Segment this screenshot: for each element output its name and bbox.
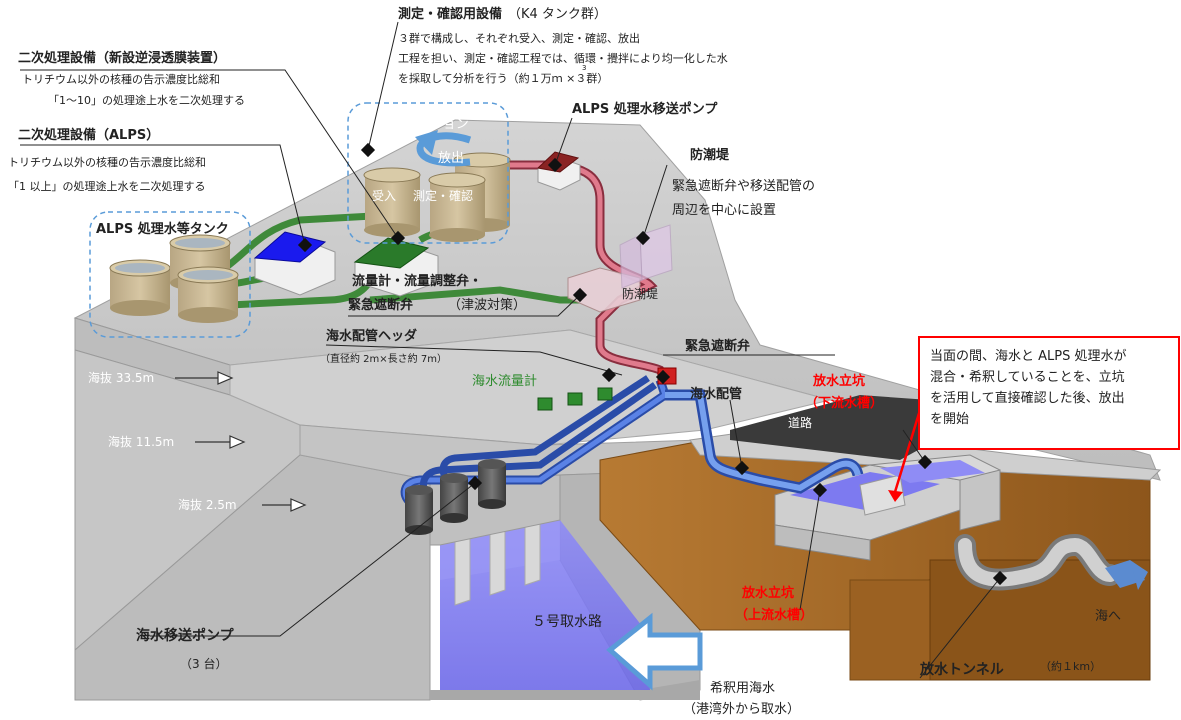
tunnel-label: 放水トンネル xyxy=(919,661,1004,678)
to-sea-label: 海へ xyxy=(1095,609,1121,624)
shaft-down-label-1: 放水立坑 xyxy=(812,373,865,389)
emergency-valve-label: 緊急遮断弁 xyxy=(685,338,750,354)
seawall-title: 防潮堤 xyxy=(690,147,730,163)
tunnel-length: （約１km） xyxy=(1040,659,1101,673)
discharge-tunnel xyxy=(954,533,1121,591)
flowmeter-label-2: 緊急遮断弁 xyxy=(348,297,413,313)
flowmeter-label-1: 流量計・流量調整弁・ xyxy=(352,273,482,289)
alps-pump-building xyxy=(536,151,581,191)
alps2-title: 二次処理設備（ALPS） xyxy=(18,127,159,143)
seawater-pumps xyxy=(405,459,506,535)
receive-label: 受入 xyxy=(372,189,396,203)
alps2-desc-1: トリチウム以外の核種の告示濃度比総和 xyxy=(8,155,206,169)
k4-super: 3 xyxy=(582,64,586,72)
text-labels: 測定・確認用設備 （K4 タンク群） ３群で構成し、それぞれ受入、測定・確認、放… xyxy=(8,6,1121,717)
k4-title: 測定・確認用設備 xyxy=(398,6,502,22)
alps-tanks xyxy=(109,234,239,323)
discharge-label: 放出 xyxy=(438,151,464,166)
dilution-arrow xyxy=(606,612,703,691)
k4-desc-3: を採取して分析を行う（約１万ｍ ×３群） xyxy=(398,71,608,85)
alps-tanks-label: ALPS 処理水等タンク xyxy=(96,221,229,237)
elevation-11: 海抜 11.5m xyxy=(108,434,174,449)
road-label: 道路 xyxy=(788,415,812,430)
header-size: （直径約 2m×長さ約 7m） xyxy=(320,352,447,365)
alps2-desc-2: 「1 以上」の処理途上水を二次処理する xyxy=(8,179,206,193)
ro-desc-1: トリチウム以外の核種の告示濃度比総和 xyxy=(22,72,220,86)
ro-building xyxy=(253,231,336,296)
notice-arrow xyxy=(893,409,922,493)
notice-line-3: を活用して直接確認した後、放出 xyxy=(930,391,1125,406)
notice-line-1: 当面の間、海水と ALPS 処理水が xyxy=(930,349,1127,364)
flowmeter-label-2-paren: （津波対策） xyxy=(448,297,526,313)
notice-line-2: 混合・希釈していることを、立坑 xyxy=(930,370,1125,385)
header-title: 海水配管ヘッダ xyxy=(326,328,417,344)
seawater-flow-label: 海水流量計 xyxy=(472,373,537,389)
seawall-small-label: 防潮堤 xyxy=(622,286,658,301)
seawall-desc-1: 緊急遮断弁や移送配管の xyxy=(672,178,815,194)
rotation-arrow xyxy=(416,132,472,167)
dilution-label-1: 希釈用海水 xyxy=(710,681,775,696)
shaft-up-label-1: 放水立坑 xyxy=(741,585,794,601)
k4-desc-2: 工程を担い、測定・確認工程では、循環・攪拌により均一化した水 xyxy=(398,51,728,65)
k4-title-paren: （K4 タンク群） xyxy=(508,7,607,22)
intake-channel xyxy=(429,474,650,690)
shaft-up-label-2: （上流水槽） xyxy=(735,607,813,623)
shaft-down-label-2: （下流水槽） xyxy=(805,395,883,411)
seawater-pump-label: 海水移送ポンプ xyxy=(136,627,235,644)
leader-markers xyxy=(297,142,1008,586)
pump-count-label: （3 台） xyxy=(180,656,227,671)
notice-box: 当面の間、海水と ALPS 処理水が 混合・希釈していることを、立坑 を活用して… xyxy=(918,336,1180,450)
alps-pump-label: ALPS 処理水移送ポンプ xyxy=(572,101,718,117)
elevation-arrows xyxy=(175,371,307,512)
rotation-label: ローテーション xyxy=(378,117,469,132)
seawall-desc-2: 周辺を中心に設置 xyxy=(672,202,776,218)
rotation-box xyxy=(347,102,509,244)
k4-desc-1: ３群で構成し、それぞれ受入、測定・確認、放出 xyxy=(398,31,640,45)
notice-line-4: を開始 xyxy=(930,412,970,427)
seawater-pipe-label: 海水配管 xyxy=(690,386,742,402)
ro-desc-2: 「1～10」の処理途上水を二次処理する xyxy=(48,93,245,107)
leader-lines xyxy=(20,21,1001,679)
dilution-label-2: （港湾外から取水） xyxy=(683,701,800,717)
elevation-2: 海抜 2.5m xyxy=(178,497,237,512)
intake-label: ５号取水路 xyxy=(532,614,602,630)
ro-title: 二次処理設備（新設逆浸透膜装置） xyxy=(18,50,226,66)
measure-label: 測定・確認 xyxy=(413,188,473,203)
alps-building xyxy=(353,237,439,297)
elevation-33: 海抜 33.5m xyxy=(88,370,154,385)
seawater-flowmeters xyxy=(537,387,613,411)
